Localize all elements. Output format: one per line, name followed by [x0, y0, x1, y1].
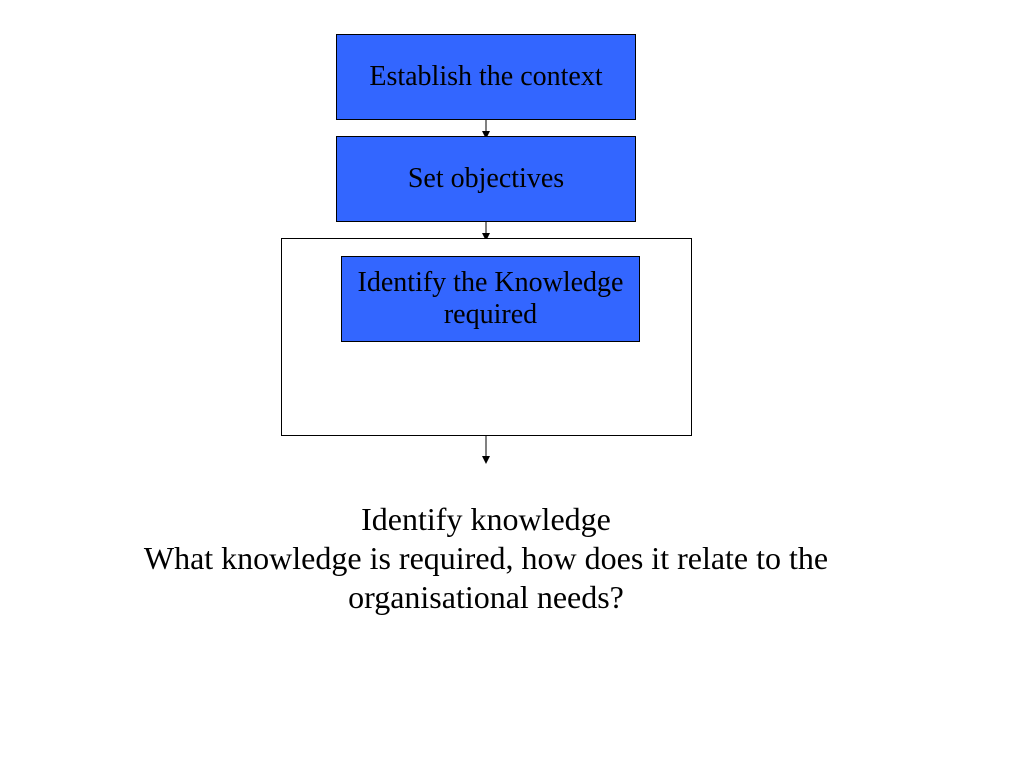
- step-label: Establish the context: [369, 60, 603, 92]
- step-establish-context: Establish the context: [336, 34, 636, 120]
- step-identify-knowledge: Identify the Knowledge required: [341, 256, 640, 342]
- step-label: Set objectives: [407, 162, 565, 194]
- step-label: Identify the Knowledge required: [357, 266, 624, 330]
- step-set-objectives: Set objectives: [336, 136, 636, 222]
- caption-heading: Identify knowledge: [361, 501, 611, 537]
- caption-body: What knowledge is required, how does it …: [143, 540, 829, 616]
- slide-caption: Identify knowledge What knowledge is req…: [60, 500, 912, 617]
